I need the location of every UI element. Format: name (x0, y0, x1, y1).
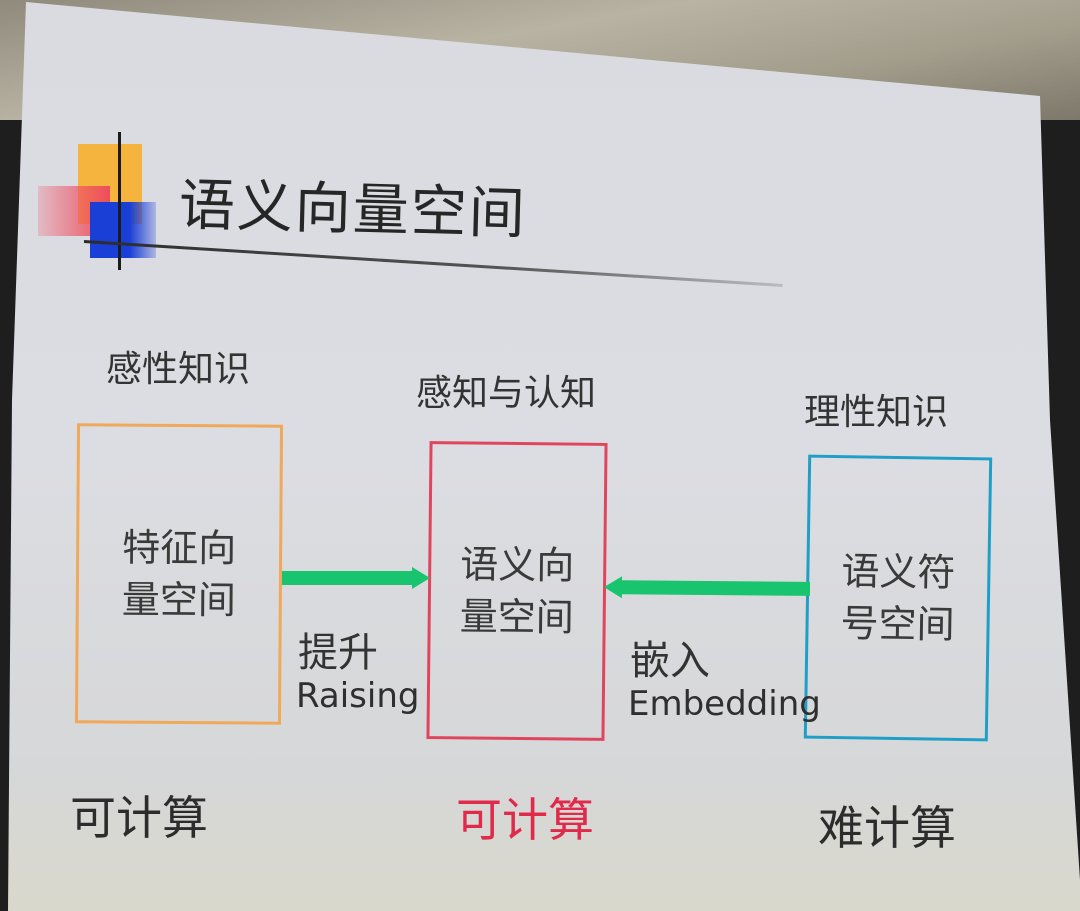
slide-logo-decoration (38, 132, 158, 272)
feature-vector-space-box: 特征向量空间 (74, 423, 284, 725)
semantic-symbol-space-text: 语义符号空间 (840, 549, 956, 647)
embedding-arrow (603, 576, 811, 600)
heading-perceptual-knowledge: 感性知识 (106, 349, 251, 390)
arrow-right-icon (412, 567, 430, 589)
semantic-vector-space-box: 语义向量空间 (426, 441, 608, 741)
footer-hard-to-compute: 难计算 (818, 801, 956, 855)
footer-computable-center: 可计算 (456, 793, 594, 847)
blue-square (90, 202, 156, 258)
embedding-label-zh: 嵌入 (630, 638, 710, 684)
heading-perception-cognition: 感知与认知 (416, 373, 597, 414)
raising-label-zh: 提升 (298, 630, 378, 676)
embedding-label-en: Embedding (628, 684, 821, 724)
semantic-vector-space-text: 语义向量空间 (459, 542, 575, 640)
heading-rational-knowledge: 理性知识 (804, 392, 949, 433)
slide-title: 语义向量空间 (177, 172, 528, 248)
raising-label-en: Raising (296, 676, 420, 716)
logo-vertical-line (118, 132, 121, 270)
footer-computable-left: 可计算 (70, 791, 208, 845)
feature-vector-space-text: 特征向量空间 (121, 525, 237, 623)
semantic-symbol-space-box: 语义符号空间 (803, 454, 993, 742)
raising-arrow (282, 567, 430, 589)
